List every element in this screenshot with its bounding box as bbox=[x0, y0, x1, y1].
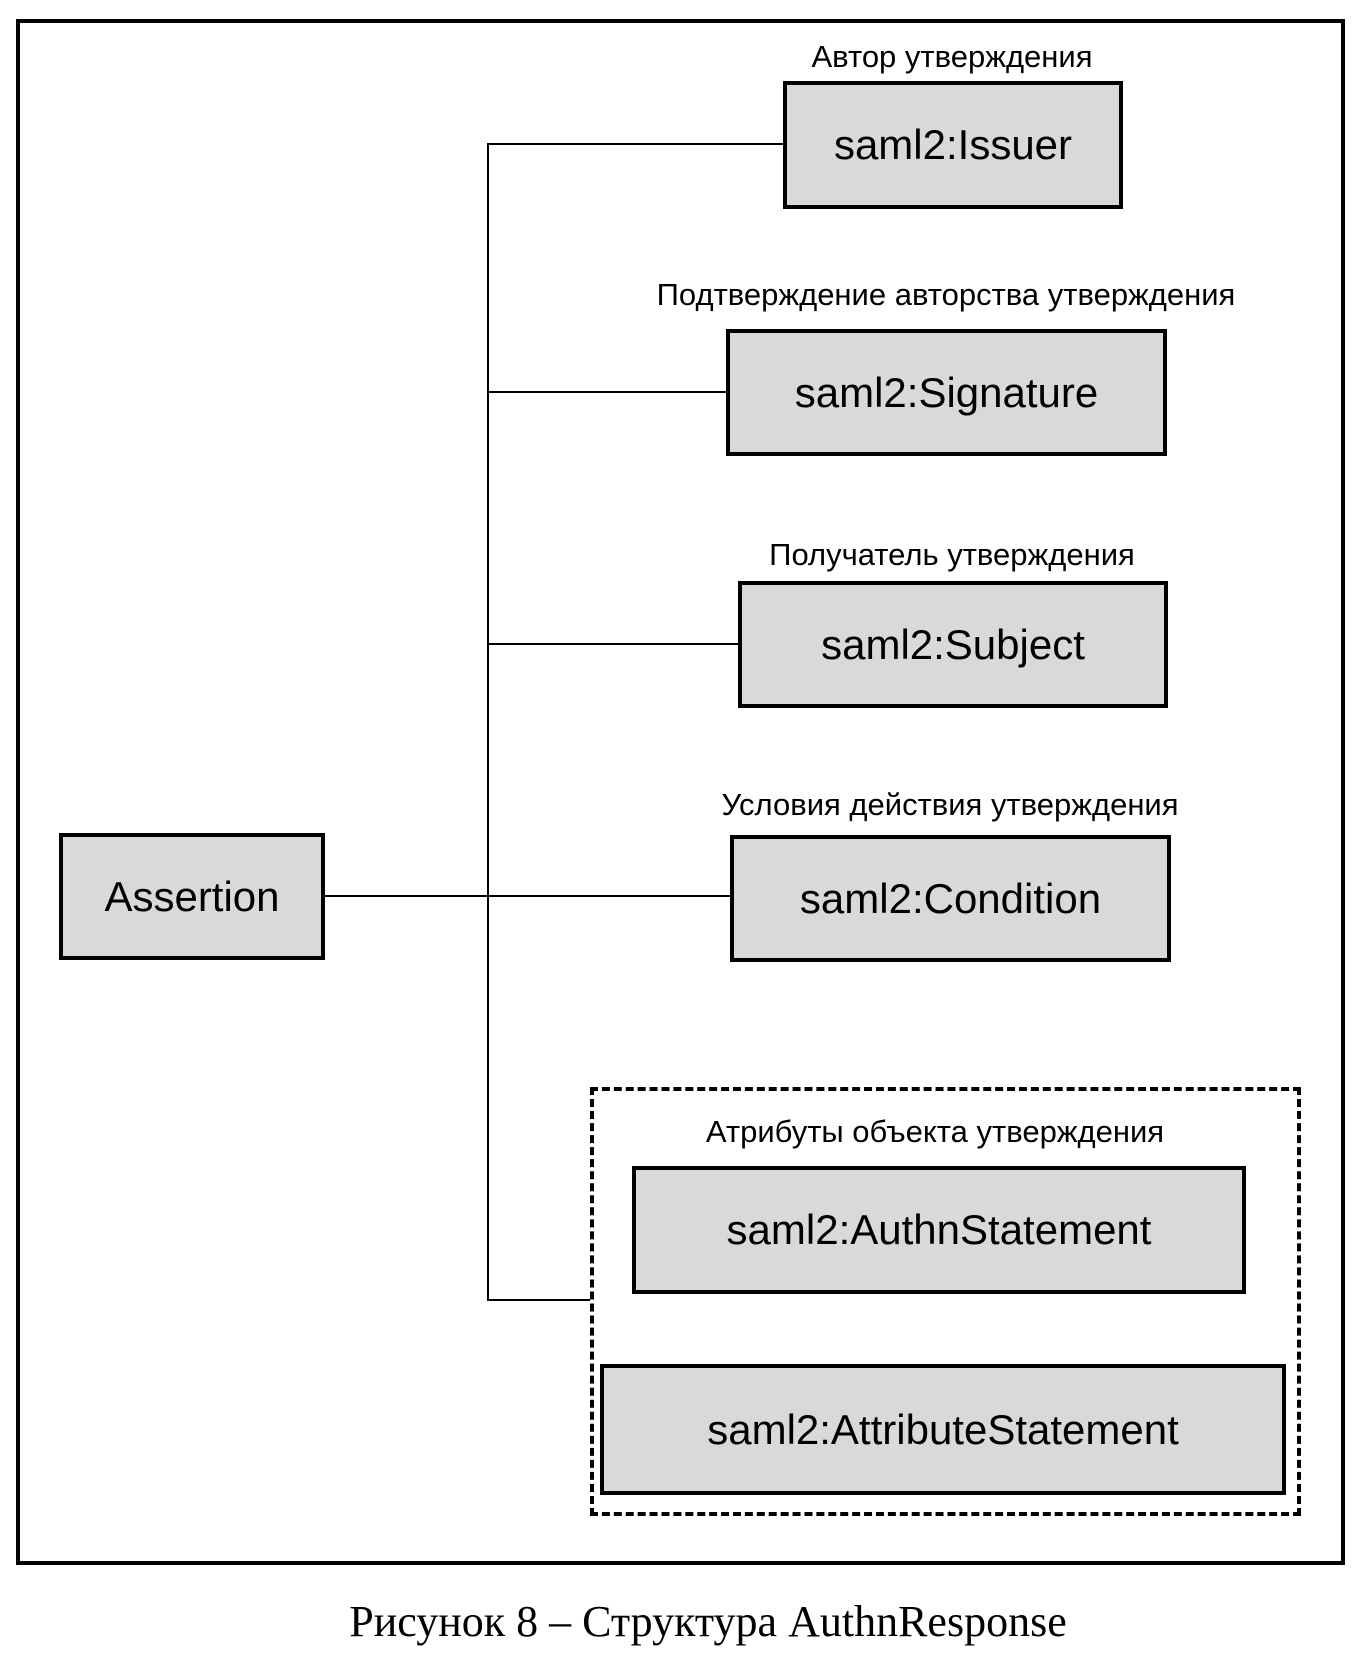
connector-branch-condition bbox=[325, 895, 730, 897]
node-authn-statement: saml2:AuthnStatement bbox=[632, 1166, 1246, 1294]
annotation-issuer: Автор утверждения bbox=[811, 39, 1093, 74]
figure-caption: Рисунок 8 – Структура AuthnResponse bbox=[349, 1597, 1067, 1646]
annotation-attributes-group: Атрибуты объекта утверждения bbox=[705, 1114, 1165, 1149]
node-attribute-statement: saml2:AttributeStatement bbox=[600, 1364, 1286, 1495]
connector-branch-attributes-group bbox=[487, 1299, 590, 1301]
annotation-condition: Условия действия утверждения bbox=[721, 787, 1179, 822]
annotation-signature: Подтверждение авторства утверждения bbox=[656, 277, 1236, 312]
node-assertion: Assertion bbox=[59, 833, 325, 960]
node-issuer: saml2:Issuer bbox=[783, 81, 1123, 209]
node-subject: saml2:Subject bbox=[738, 581, 1168, 708]
node-condition: saml2:Condition bbox=[730, 835, 1171, 962]
diagram-border bbox=[16, 19, 1345, 1565]
connector-branch-subject bbox=[487, 643, 738, 645]
connector-trunk bbox=[487, 143, 489, 1301]
connector-branch-signature bbox=[487, 391, 726, 393]
node-signature: saml2:Signature bbox=[726, 329, 1167, 456]
connector-branch-issuer bbox=[487, 143, 783, 145]
annotation-subject: Получатель утверждения bbox=[769, 537, 1135, 572]
attributes-group-box bbox=[590, 1087, 1301, 1516]
